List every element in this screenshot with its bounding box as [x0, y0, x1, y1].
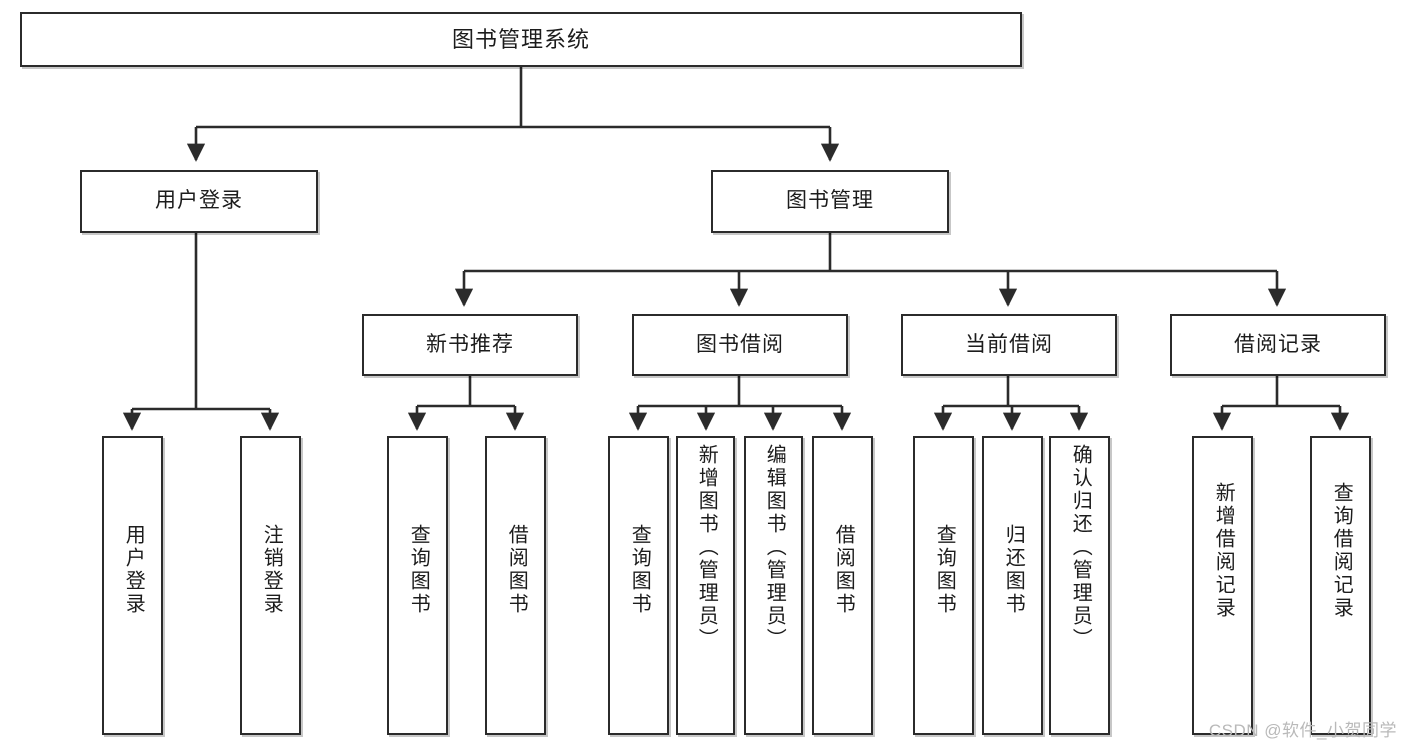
node-current-borrow[interactable]: 当前借阅 — [901, 314, 1117, 376]
node-book-borrow[interactable]: 图书借阅 — [632, 314, 848, 376]
node-label: 借阅图书 — [505, 524, 528, 616]
leaf-book-borrow-borrow-book[interactable]: 借阅图书 — [812, 436, 873, 735]
node-label: 图书管理 — [786, 189, 874, 213]
leaf-current-borrow-return-book[interactable]: 归还图书 — [982, 436, 1043, 735]
leaf-new-book-borrow-book[interactable]: 借阅图书 — [485, 436, 546, 735]
node-label: 新增图书（管理员） — [695, 444, 718, 651]
node-label: 查询借阅记录 — [1330, 482, 1353, 620]
node-book-management[interactable]: 图书管理 — [711, 170, 949, 233]
node-user-login[interactable]: 用户登录 — [80, 170, 318, 233]
leaf-book-borrow-edit-book-admin[interactable]: 编辑图书（管理员） — [744, 436, 803, 735]
node-label: 借阅图书 — [832, 524, 855, 616]
leaf-book-borrow-add-book-admin[interactable]: 新增图书（管理员） — [676, 436, 735, 735]
node-label: 当前借阅 — [965, 332, 1053, 356]
leaf-book-borrow-query-book[interactable]: 查询图书 — [608, 436, 669, 735]
node-borrow-record[interactable]: 借阅记录 — [1170, 314, 1386, 376]
node-new-book-recommend[interactable]: 新书推荐 — [362, 314, 578, 376]
leaf-new-book-query-book[interactable]: 查询图书 — [387, 436, 448, 735]
leaf-borrow-record-add-record[interactable]: 新增借阅记录 — [1192, 436, 1253, 735]
leaf-current-borrow-query-book[interactable]: 查询图书 — [913, 436, 974, 735]
node-label: 用户登录 — [155, 189, 243, 213]
node-label: 注销登录 — [260, 524, 283, 616]
node-label: 用户登录 — [122, 524, 145, 616]
node-label: 图书借阅 — [696, 332, 784, 356]
node-label: 查询图书 — [933, 524, 956, 616]
node-label: 查询图书 — [628, 524, 651, 616]
node-label: 新书推荐 — [426, 332, 514, 356]
node-label: 新增借阅记录 — [1212, 482, 1235, 620]
leaf-current-borrow-confirm-return-admin[interactable]: 确认归还（管理员） — [1049, 436, 1110, 735]
leaf-user-login-login[interactable]: 用户登录 — [102, 436, 163, 735]
node-label: 确认归还（管理员） — [1069, 444, 1092, 651]
leaf-borrow-record-query-record[interactable]: 查询借阅记录 — [1310, 436, 1371, 735]
node-label: 编辑图书（管理员） — [763, 444, 786, 651]
node-label: 借阅记录 — [1234, 332, 1322, 356]
node-label: 图书管理系统 — [451, 26, 590, 52]
leaf-user-login-logout[interactable]: 注销登录 — [240, 436, 301, 735]
node-label: 查询图书 — [407, 524, 430, 616]
node-label: 归还图书 — [1002, 524, 1025, 616]
node-root-library-system[interactable]: 图书管理系统 — [20, 12, 1022, 67]
